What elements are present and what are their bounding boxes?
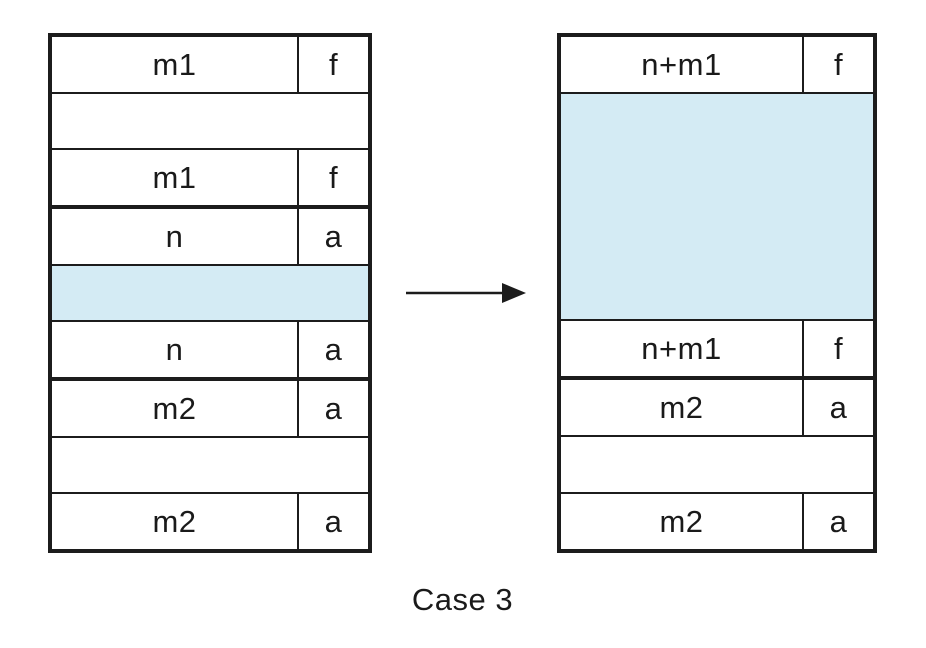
freed-payload-row: [561, 93, 873, 322]
block-size-label: m2: [152, 390, 197, 426]
heap-block-after: n+m1 f n+m1 f m2 a m2 a: [557, 33, 877, 553]
block-size-label: n: [165, 332, 184, 368]
footer-row: m2 a: [52, 494, 368, 550]
heap-block-before: m1 f m1 f n a n a m2 a m2 a: [48, 33, 372, 553]
block-size-label: m2: [152, 504, 197, 540]
alloc-flag-label: a: [297, 209, 368, 264]
block-size-label: m1: [152, 160, 197, 196]
alloc-flag-label: a: [297, 381, 368, 436]
alloc-flag-label: a: [802, 380, 873, 436]
header-row: n a: [52, 209, 368, 266]
alloc-flag-label: f: [297, 37, 368, 92]
right-arrow-icon: [406, 283, 526, 303]
block-size-label: m2: [659, 504, 704, 539]
alloc-flag-label: f: [802, 37, 873, 92]
freed-payload-row: [52, 265, 368, 323]
alloc-flag-label: a: [802, 494, 873, 549]
alloc-flag-label: a: [297, 322, 368, 378]
alloc-flag-label: f: [802, 321, 873, 377]
footer-row: m2 a: [561, 494, 873, 549]
block-size-label: n: [165, 218, 184, 254]
payload-row: [52, 438, 368, 495]
payload-row: [561, 437, 873, 495]
header-row: m1 f: [52, 37, 368, 94]
block-size-label: n+m1: [641, 46, 722, 82]
header-row: n+m1 f: [561, 37, 873, 94]
alloc-flag-label: a: [297, 494, 368, 550]
header-row: m2 a: [561, 380, 873, 438]
block-size-label: m2: [659, 390, 704, 426]
payload-row: [52, 94, 368, 151]
footer-row: n+m1 f: [561, 321, 873, 381]
footer-row: m1 f: [52, 150, 368, 210]
figure-caption: Case 3: [411, 582, 514, 617]
header-row: m2 a: [52, 381, 368, 438]
block-size-label: n+m1: [641, 331, 722, 367]
footer-row: n a: [52, 322, 368, 382]
alloc-flag-label: f: [297, 150, 368, 206]
block-size-label: m1: [152, 46, 197, 82]
